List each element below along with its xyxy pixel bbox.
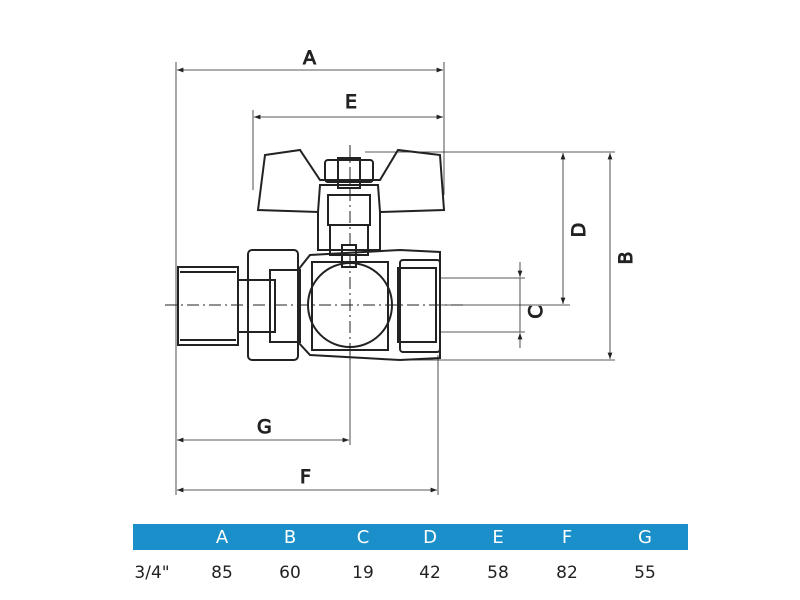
value-b: 60 (279, 563, 301, 583)
value-c: 19 (352, 563, 374, 583)
label-d: D (568, 223, 590, 238)
value-d: 42 (419, 563, 441, 583)
label-e: E (345, 91, 357, 113)
value-e: 58 (487, 563, 509, 583)
label-a: A (303, 47, 316, 69)
header-g: G (638, 527, 652, 548)
header-d: D (423, 527, 437, 548)
label-g: G (257, 416, 272, 438)
header-a: A (215, 527, 229, 548)
label-f: F (300, 466, 311, 488)
center-lines (165, 145, 465, 360)
label-c: C (525, 305, 547, 318)
value-f: 82 (556, 563, 578, 583)
extension-lines (175, 62, 615, 495)
label-b: B (615, 251, 637, 264)
row-size: 3/4" (134, 563, 170, 583)
header-f: F (561, 527, 573, 548)
value-g: 55 (634, 563, 656, 583)
header-c: C (356, 527, 370, 548)
dimension-lines (177, 67, 613, 493)
table-header-band (133, 524, 688, 550)
value-a: 85 (211, 563, 233, 583)
ball-valve (177, 148, 446, 362)
header-e: E (492, 527, 504, 548)
header-b: B (283, 527, 297, 548)
